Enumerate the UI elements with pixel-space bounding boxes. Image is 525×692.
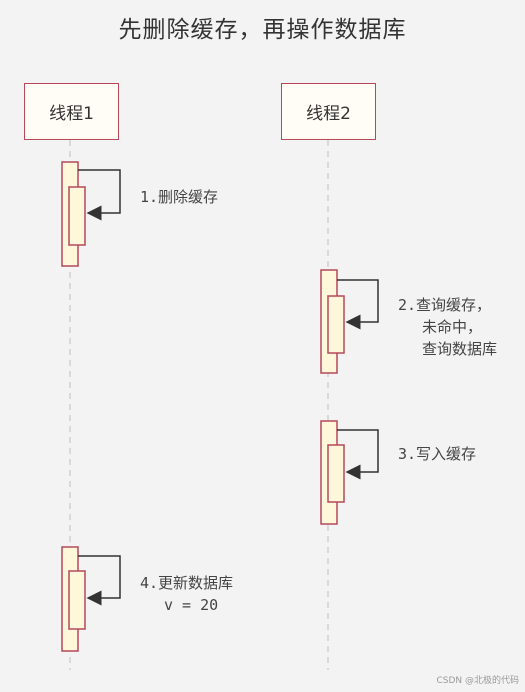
step2-line3: 查询数据库 xyxy=(422,340,498,358)
self-message-arrow-step4 xyxy=(78,555,121,606)
participant-thread2: 线程2 xyxy=(281,83,376,140)
activation-inner-step1 xyxy=(68,186,86,246)
self-message-arrow-step2 xyxy=(337,279,379,330)
watermark: CSDN @北极的代码 xyxy=(436,676,519,686)
step2-label: 2.查询缓存， 未命中， 查询数据库 xyxy=(398,294,497,360)
activation-inner-step2 xyxy=(327,295,345,354)
step4-line2: v = 20 xyxy=(164,596,219,614)
step3-label: 3.写入缓存 xyxy=(398,443,476,465)
step2-line2: 未命中， xyxy=(422,318,483,336)
self-message-arrow-step1 xyxy=(78,169,121,221)
step4-line1: 4.更新数据库 xyxy=(140,574,234,592)
self-message-arrow-step3 xyxy=(337,429,379,480)
participant-thread1: 线程1 xyxy=(24,83,119,140)
activation-inner-step4 xyxy=(68,570,86,630)
step4-label: 4.更新数据库 v = 20 xyxy=(140,572,233,616)
step3-text: 3.写入缓存 xyxy=(398,445,477,463)
activation-inner-step3 xyxy=(327,444,345,503)
step1-text: 1.删除缓存 xyxy=(140,188,219,206)
step1-label: 1.删除缓存 xyxy=(140,186,218,208)
diagram-title: 先删除缓存，再操作数据库 xyxy=(118,17,407,43)
step2-line1: 2.查询缓存， xyxy=(398,296,492,314)
